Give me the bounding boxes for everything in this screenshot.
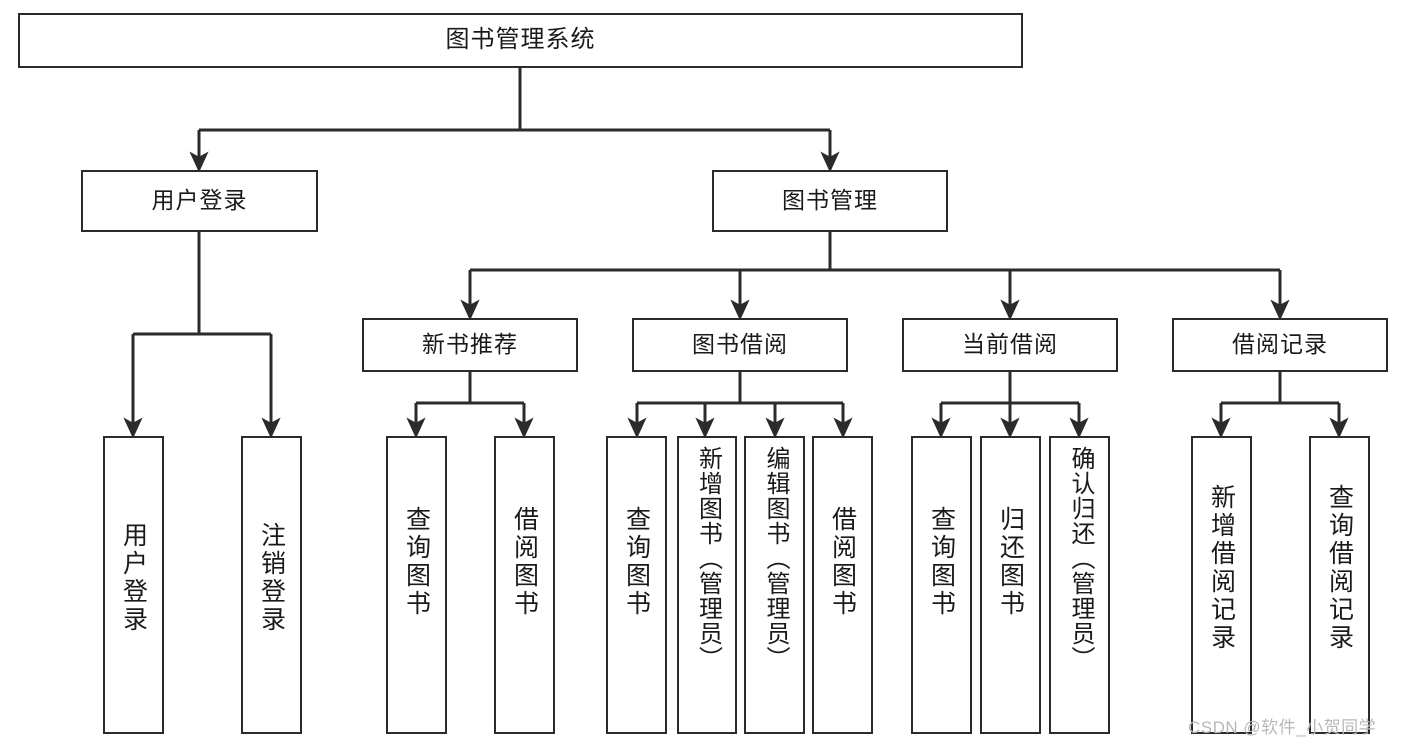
- leaf-new-book-borrow[interactable]: 借阅图书: [494, 436, 555, 734]
- leaf-label: 注销登录: [257, 522, 286, 634]
- leaf-label: 用户登录: [119, 522, 148, 634]
- node-borrow-record[interactable]: 借阅记录: [1172, 318, 1388, 372]
- leaf-current-borrow-query[interactable]: 查询图书: [911, 436, 972, 734]
- leaf-label: 查询借阅记录: [1325, 484, 1354, 652]
- leaf-current-borrow-confirm[interactable]: 确认归还（管理员）: [1049, 436, 1110, 734]
- leaf-book-borrow-query[interactable]: 查询图书: [606, 436, 667, 734]
- node-root[interactable]: 图书管理系统: [18, 13, 1023, 68]
- leaf-label: 确认归还（管理员）: [1066, 446, 1094, 671]
- leaf-label: 查询图书: [622, 506, 651, 618]
- leaf-borrow-record-query[interactable]: 查询借阅记录: [1309, 436, 1370, 734]
- csdn-watermark: CSDN @软件_小贺同学: [1188, 718, 1377, 737]
- leaf-user-login-signin[interactable]: 用户登录: [103, 436, 164, 734]
- leaf-user-login-signout[interactable]: 注销登录: [241, 436, 302, 734]
- leaf-label: 查询图书: [402, 506, 431, 618]
- node-book-borrow[interactable]: 图书借阅: [632, 318, 848, 372]
- leaf-new-book-query[interactable]: 查询图书: [386, 436, 447, 734]
- leaf-label: 借阅图书: [510, 506, 539, 618]
- node-book-management[interactable]: 图书管理: [712, 170, 948, 232]
- leaf-label: 归还图书: [996, 506, 1025, 618]
- leaf-label: 新增借阅记录: [1207, 484, 1236, 652]
- leaf-book-borrow-add[interactable]: 新增图书（管理员）: [677, 436, 737, 734]
- leaf-label: 新增图书（管理员）: [694, 446, 722, 671]
- leaf-borrow-record-add[interactable]: 新增借阅记录: [1191, 436, 1252, 734]
- leaf-book-borrow-borrow[interactable]: 借阅图书: [812, 436, 873, 734]
- leaf-label: 编辑图书（管理员）: [761, 446, 789, 671]
- leaf-current-borrow-return[interactable]: 归还图书: [980, 436, 1041, 734]
- node-current-borrow[interactable]: 当前借阅: [902, 318, 1118, 372]
- leaf-label: 借阅图书: [828, 506, 857, 618]
- leaf-label: 查询图书: [927, 506, 956, 618]
- node-user-login[interactable]: 用户登录: [81, 170, 318, 232]
- node-new-book-recommend[interactable]: 新书推荐: [362, 318, 578, 372]
- leaf-book-borrow-edit[interactable]: 编辑图书（管理员）: [744, 436, 805, 734]
